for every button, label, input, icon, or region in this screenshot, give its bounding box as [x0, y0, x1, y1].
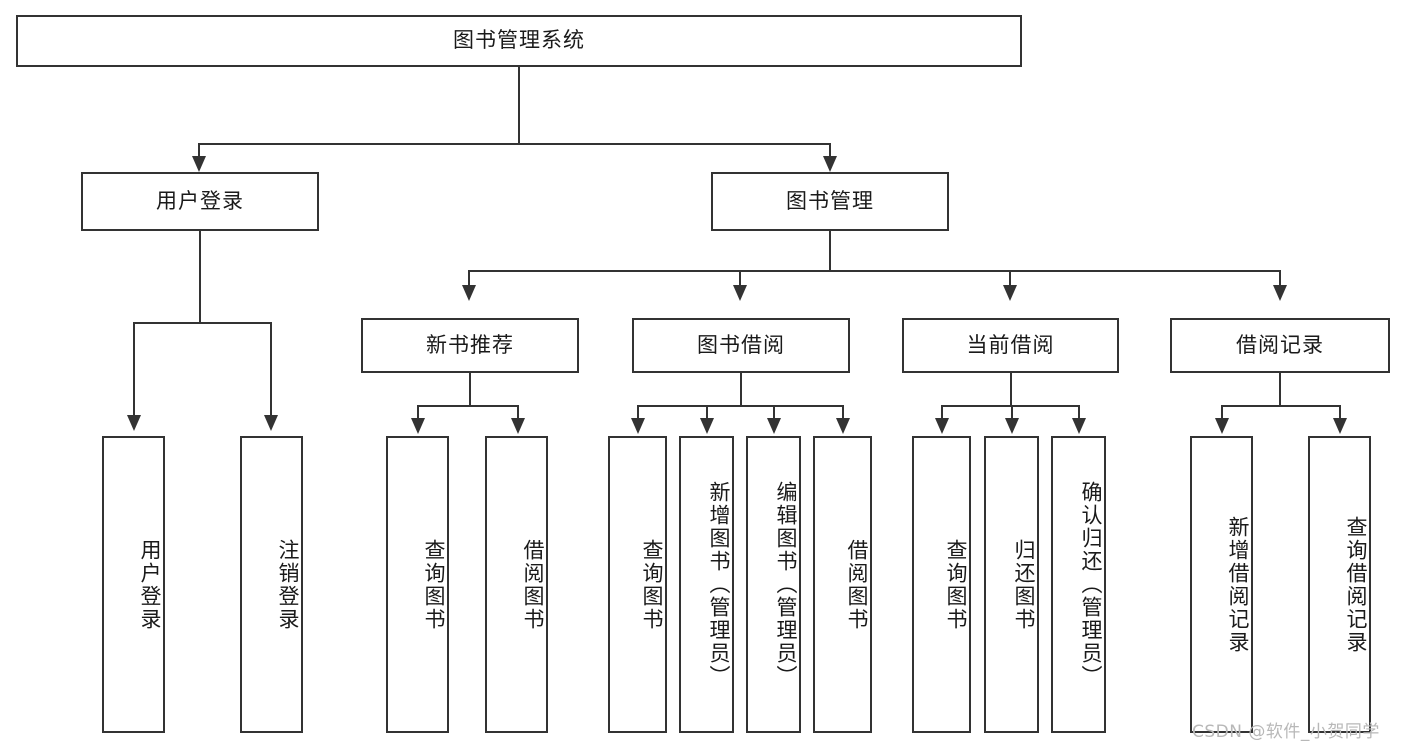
arrowhead-login-to-leaf2: [264, 415, 278, 431]
connector-bookmgmt-to-new: [468, 270, 470, 288]
connector-root-stem: [518, 67, 520, 143]
leaf-return-book[interactable]: 归还图书: [984, 436, 1039, 733]
node-book-management[interactable]: 图书管理: [711, 172, 949, 231]
arrowhead-root-to-bookmgmt: [823, 156, 837, 172]
connector-login-to-leaf1: [133, 322, 135, 419]
arrowhead-bookborrow-to-leaf1: [631, 418, 645, 434]
node-label: 查询借阅记录: [1344, 515, 1368, 654]
node-label: 确认归还（管理员）: [1079, 481, 1103, 688]
connector-root-to-bookmgmt: [829, 143, 831, 160]
leaf-user-login[interactable]: 用户登录: [102, 436, 165, 733]
leaf-borrow-book[interactable]: 借阅图书: [813, 436, 872, 733]
arrowhead-bookmgmt-to-new: [462, 285, 476, 301]
connector-bookmgmt-stem: [829, 231, 831, 272]
connector-records-bus: [1221, 405, 1340, 407]
node-new-book-recommend[interactable]: 新书推荐: [361, 318, 579, 373]
arrowhead-bookmgmt-to-borrow: [733, 285, 747, 301]
leaf-add-borrow-record[interactable]: 新增借阅记录: [1190, 436, 1253, 733]
connector-bookborrow-stem: [740, 373, 742, 407]
node-book-borrow[interactable]: 图书借阅: [632, 318, 850, 373]
node-label: 借阅图书: [521, 538, 545, 631]
connector-login-to-leaf2: [270, 322, 272, 419]
arrowhead-currentborrow-to-leaf3: [1072, 418, 1086, 434]
connector-records-stem: [1279, 373, 1281, 407]
connector-bookmgmt-to-borrow: [739, 270, 741, 288]
leaf-query-book-borrow[interactable]: 查询图书: [608, 436, 667, 733]
connector-login-stem: [199, 231, 201, 324]
csdn-watermark: CSDN @软件_小贺同学: [1192, 722, 1380, 742]
arrowhead-login-to-leaf1: [127, 415, 141, 431]
leaf-query-book-newbook[interactable]: 查询图书: [386, 436, 449, 733]
arrowhead-currentborrow-to-leaf1: [935, 418, 949, 434]
connector-newbook-to-leaf2: [517, 405, 519, 419]
node-label: 借阅图书: [845, 538, 869, 631]
leaf-query-borrow-record[interactable]: 查询借阅记录: [1308, 436, 1371, 733]
connector-root-bus: [198, 143, 830, 145]
leaf-query-book-current[interactable]: 查询图书: [912, 436, 971, 733]
node-label: 新增图书（管理员）: [707, 481, 731, 688]
node-root-system[interactable]: 图书管理系统: [16, 15, 1022, 67]
leaf-confirm-return-admin[interactable]: 确认归还（管理员）: [1051, 436, 1106, 733]
node-borrow-records[interactable]: 借阅记录: [1170, 318, 1390, 373]
connector-login-bus: [133, 322, 272, 324]
node-label: 查询图书: [640, 538, 664, 631]
node-label: 新增借阅记录: [1226, 515, 1250, 654]
node-label: 借阅记录: [1236, 332, 1324, 357]
connector-bookmgmt-bus: [468, 270, 1280, 272]
connector-currentborrow-to-leaf3: [1078, 405, 1080, 419]
node-label: 新书推荐: [426, 332, 514, 357]
connector-currentborrow-to-leaf2: [1011, 405, 1013, 419]
node-label: 图书管理系统: [453, 28, 585, 53]
connector-bookmgmt-to-records: [1279, 270, 1281, 288]
node-label: 图书借阅: [697, 332, 785, 357]
node-label: 编辑图书（管理员）: [774, 481, 798, 688]
connector-currentborrow-to-leaf1: [941, 405, 943, 419]
connector-bookborrow-to-leaf1: [637, 405, 639, 419]
arrowhead-records-to-leaf2: [1333, 418, 1347, 434]
connector-newbook-bus: [417, 405, 519, 407]
connector-records-to-leaf2: [1339, 405, 1341, 419]
node-label: 图书管理: [786, 188, 874, 213]
node-label: 用户登录: [156, 188, 244, 213]
leaf-borrow-book-newbook[interactable]: 借阅图书: [485, 436, 548, 733]
arrowhead-bookborrow-to-leaf3: [767, 418, 781, 434]
arrowhead-bookmgmt-to-records: [1273, 285, 1287, 301]
node-label: 查询图书: [944, 538, 968, 631]
leaf-add-book-admin[interactable]: 新增图书（管理员）: [679, 436, 734, 733]
connector-bookborrow-to-leaf4: [842, 405, 844, 419]
node-label: 归还图书: [1012, 538, 1036, 631]
arrowhead-newbook-to-leaf2: [511, 418, 525, 434]
connector-currentborrow-stem: [1010, 373, 1012, 407]
arrowhead-newbook-to-leaf1: [411, 418, 425, 434]
arrowhead-bookmgmt-to-current: [1003, 285, 1017, 301]
arrowhead-bookborrow-to-leaf2: [700, 418, 714, 434]
node-label: 查询图书: [422, 538, 446, 631]
node-label: 注销登录: [276, 538, 300, 631]
node-label: 当前借阅: [966, 332, 1055, 357]
connector-records-to-leaf1: [1221, 405, 1223, 419]
connector-newbook-stem: [469, 373, 471, 407]
leaf-edit-book-admin[interactable]: 编辑图书（管理员）: [746, 436, 801, 733]
connector-bookborrow-bus: [637, 405, 843, 407]
connector-newbook-to-leaf1: [417, 405, 419, 419]
arrowhead-currentborrow-to-leaf2: [1005, 418, 1019, 434]
arrowhead-records-to-leaf1: [1215, 418, 1229, 434]
arrowhead-bookborrow-to-leaf4: [836, 418, 850, 434]
connector-bookborrow-to-leaf2: [706, 405, 708, 419]
leaf-logout[interactable]: 注销登录: [240, 436, 303, 733]
connector-bookmgmt-to-current: [1009, 270, 1011, 288]
node-label: 用户登录: [138, 538, 162, 631]
node-current-borrow[interactable]: 当前借阅: [902, 318, 1119, 373]
connector-root-to-login: [198, 143, 200, 160]
node-user-login[interactable]: 用户登录: [81, 172, 319, 231]
connector-bookborrow-to-leaf3: [773, 405, 775, 419]
arrowhead-root-to-login: [192, 156, 206, 172]
connector-currentborrow-bus: [941, 405, 1079, 407]
